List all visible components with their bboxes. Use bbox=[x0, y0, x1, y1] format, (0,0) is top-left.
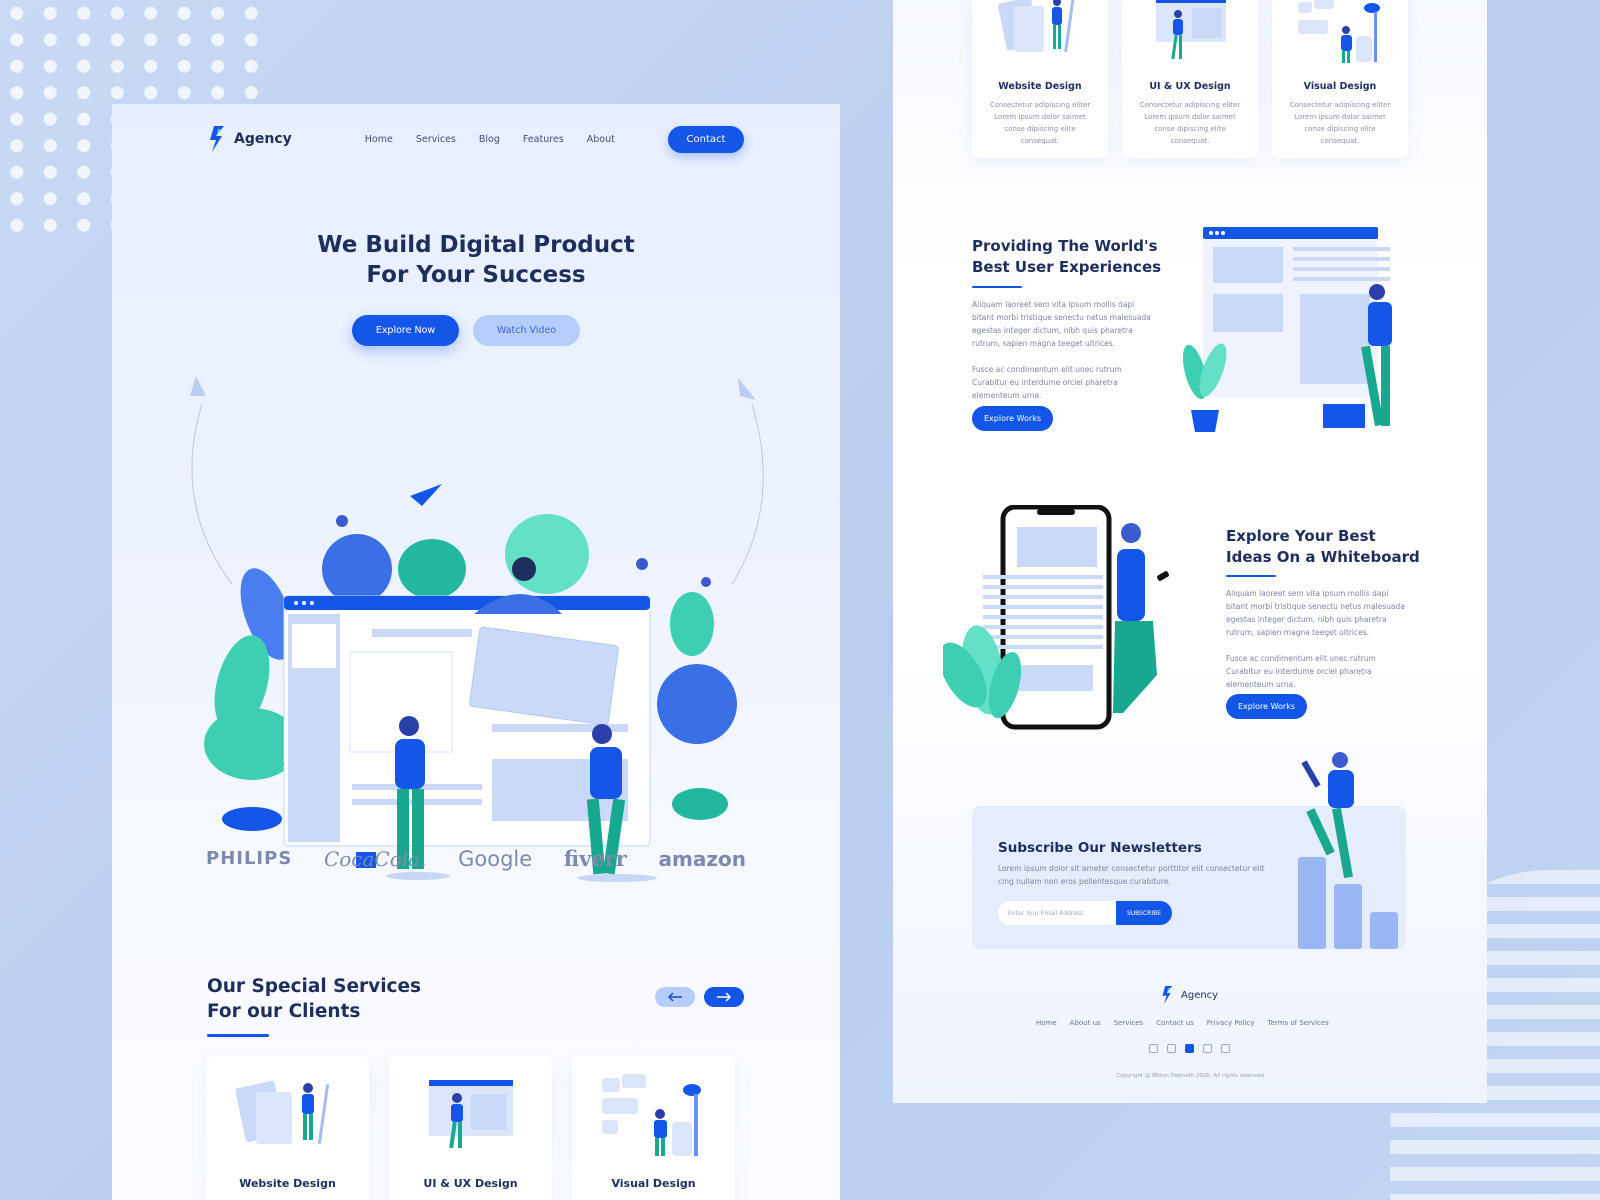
service-card-uiux[interactable]: UI & UX Design Consectetur adipiscing el… bbox=[1122, 0, 1258, 158]
feature-paragraph-1: Aliquam laoreet sem vita ipsum mollis da… bbox=[972, 300, 1151, 348]
service-card-title: Website Design bbox=[239, 1177, 336, 1190]
amazon-logo: amazon bbox=[658, 846, 746, 871]
feature-paragraph-1: Aliquam laoreet sem vita ipsum mollis da… bbox=[1226, 589, 1405, 637]
user-experience-illustration bbox=[1183, 227, 1392, 432]
service-card-title: UI & UX Design bbox=[423, 1177, 518, 1190]
service-card-visual[interactable]: Visual Design bbox=[572, 1056, 735, 1200]
nav-about[interactable]: About bbox=[586, 133, 615, 145]
feature-paragraph-2: Fusce ac condimentum elit unec rutrum Cu… bbox=[972, 365, 1122, 400]
dribbble-icon[interactable] bbox=[1185, 1044, 1194, 1053]
watch-video-button[interactable]: Watch Video bbox=[473, 315, 580, 346]
landing-page-preview: Agency Home Services Blog Features About… bbox=[112, 104, 840, 1200]
visual-design-illustration bbox=[1298, 0, 1380, 63]
nav-services[interactable]: Services bbox=[415, 133, 456, 145]
landing-page-preview-continued: Website Design Consectetur adipiscing el… bbox=[893, 0, 1487, 1103]
footer-link-services[interactable]: Services bbox=[1113, 1019, 1144, 1027]
footer-link-terms[interactable]: Terms of Services bbox=[1267, 1019, 1329, 1027]
whiteboard-illustration bbox=[943, 505, 1169, 730]
prev-button[interactable] bbox=[655, 987, 695, 1007]
service-card-title: Visual Design bbox=[611, 1177, 696, 1190]
feature-title-line-1: Providing The World's bbox=[972, 237, 1158, 255]
footer-links: Home About us Services Contact us Privac… bbox=[1036, 1019, 1329, 1027]
feature-title-line-2: Best User Experiences bbox=[972, 258, 1162, 276]
copyright-text: Copyright @ Milton Debnath 2020. All rig… bbox=[1116, 1073, 1264, 1079]
vimeo-icon[interactable] bbox=[1221, 1044, 1230, 1053]
footer-link-contact[interactable]: Contact us bbox=[1156, 1019, 1194, 1027]
linkedin-icon[interactable] bbox=[1203, 1044, 1212, 1053]
hero-title-line-1: We Build Digital Product bbox=[317, 232, 635, 258]
service-card-visual[interactable]: Visual Design Consectetur adipiscing eli… bbox=[1272, 0, 1408, 158]
newsletter-title: Subscribe Our Newsletters bbox=[998, 840, 1202, 856]
services-title-line-2: For our Clients bbox=[207, 1001, 361, 1022]
social-links bbox=[1149, 1044, 1230, 1053]
hero-buttons: Explore Now Watch Video bbox=[352, 315, 580, 346]
ui-ux-design-illustration bbox=[429, 1080, 513, 1149]
client-logos: PHILIPS CocaCola. Google fiverr amazon bbox=[206, 846, 746, 871]
service-card-title: Visual Design bbox=[1303, 81, 1377, 92]
subscribe-button[interactable]: SUBSCRIBE bbox=[1116, 901, 1172, 925]
service-card-description: Consectetur adipiscing eliter Lorem ipsu… bbox=[1139, 101, 1241, 145]
services-title-line-1: Our Special Services bbox=[207, 976, 422, 997]
facebook-icon[interactable] bbox=[1149, 1044, 1158, 1053]
service-card-title: UI & UX Design bbox=[1149, 81, 1231, 92]
feature-title-line-1: Explore Your Best bbox=[1226, 527, 1376, 545]
newsletter-description: Lorem ipsum dolor sit ameter consectetur… bbox=[998, 864, 1265, 886]
cocacola-logo: CocaCola. bbox=[323, 846, 427, 871]
footer-link-about[interactable]: About us bbox=[1069, 1019, 1101, 1027]
arrow-right-icon bbox=[717, 992, 732, 1002]
title-underline bbox=[972, 286, 1022, 288]
philips-logo: PHILIPS bbox=[206, 848, 293, 869]
service-card-website[interactable]: Website Design bbox=[206, 1056, 369, 1200]
feature-paragraph-2: Fusce ac condimentum elit unec rutrum Cu… bbox=[1226, 654, 1376, 689]
feature-title-line-2: Ideas On a Whiteboard bbox=[1226, 548, 1420, 566]
service-card-uiux[interactable]: UI & UX Design bbox=[389, 1056, 552, 1200]
footer-logo-text: Agency bbox=[1181, 989, 1219, 1001]
explore-works-button[interactable]: Explore Works bbox=[1226, 694, 1307, 719]
footer-link-home[interactable]: Home bbox=[1036, 1019, 1057, 1027]
visual-design-illustration bbox=[602, 1074, 701, 1156]
explore-now-button[interactable]: Explore Now bbox=[352, 315, 459, 346]
newsletter-section: Subscribe Our Newsletters Lorem ipsum do… bbox=[972, 806, 1406, 949]
nav-menu: Home Services Blog Features About bbox=[365, 134, 615, 145]
ui-ux-design-illustration bbox=[1156, 0, 1226, 60]
service-card-description: Consectetur adipiscing eliter Lorem ipsu… bbox=[989, 101, 1091, 145]
email-input[interactable]: Enter Your Email Address bbox=[998, 901, 1118, 925]
fiverr-logo: fiverr bbox=[563, 846, 627, 871]
nav-home[interactable]: Home bbox=[364, 133, 393, 145]
logo-text: Agency bbox=[234, 131, 292, 147]
service-card-website[interactable]: Website Design Consectetur adipiscing el… bbox=[972, 0, 1108, 158]
logo[interactable]: Agency bbox=[208, 126, 292, 152]
service-card-description: Consectetur adipiscing eliter Lorem ipsu… bbox=[1289, 101, 1391, 145]
explore-works-button[interactable]: Explore Works bbox=[972, 406, 1053, 431]
logo-icon bbox=[1162, 986, 1173, 1004]
contact-button[interactable]: Contact bbox=[668, 125, 744, 153]
feature-title: Providing The World's Best User Experien… bbox=[972, 236, 1161, 278]
title-underline bbox=[207, 1034, 269, 1037]
google-logo: Google bbox=[458, 846, 533, 871]
nav-features[interactable]: Features bbox=[522, 133, 564, 145]
arrow-left-icon bbox=[667, 992, 682, 1002]
next-button[interactable] bbox=[704, 987, 744, 1007]
website-design-illustration bbox=[998, 0, 1075, 53]
footer-link-privacy[interactable]: Privacy Policy bbox=[1206, 1019, 1255, 1027]
nav-blog[interactable]: Blog bbox=[478, 133, 500, 145]
newsletter-illustration bbox=[1298, 752, 1398, 949]
services-title: Our Special Services For our Clients bbox=[207, 974, 421, 1024]
navbar: Agency Home Services Blog Features About… bbox=[208, 124, 744, 154]
hero-title-line-2: For Your Success bbox=[366, 262, 586, 288]
service-card-title: Website Design bbox=[998, 81, 1082, 92]
title-underline bbox=[1226, 575, 1276, 577]
feature-title: Explore Your Best Ideas On a Whiteboard bbox=[1226, 526, 1420, 568]
footer-logo[interactable]: Agency bbox=[1161, 986, 1218, 1004]
logo-icon bbox=[210, 126, 224, 152]
hero-illustration bbox=[190, 376, 764, 882]
twitter-icon[interactable] bbox=[1167, 1044, 1176, 1053]
hero-title: We Build Digital Product For Your Succes… bbox=[112, 230, 840, 290]
website-design-illustration bbox=[236, 1080, 330, 1144]
